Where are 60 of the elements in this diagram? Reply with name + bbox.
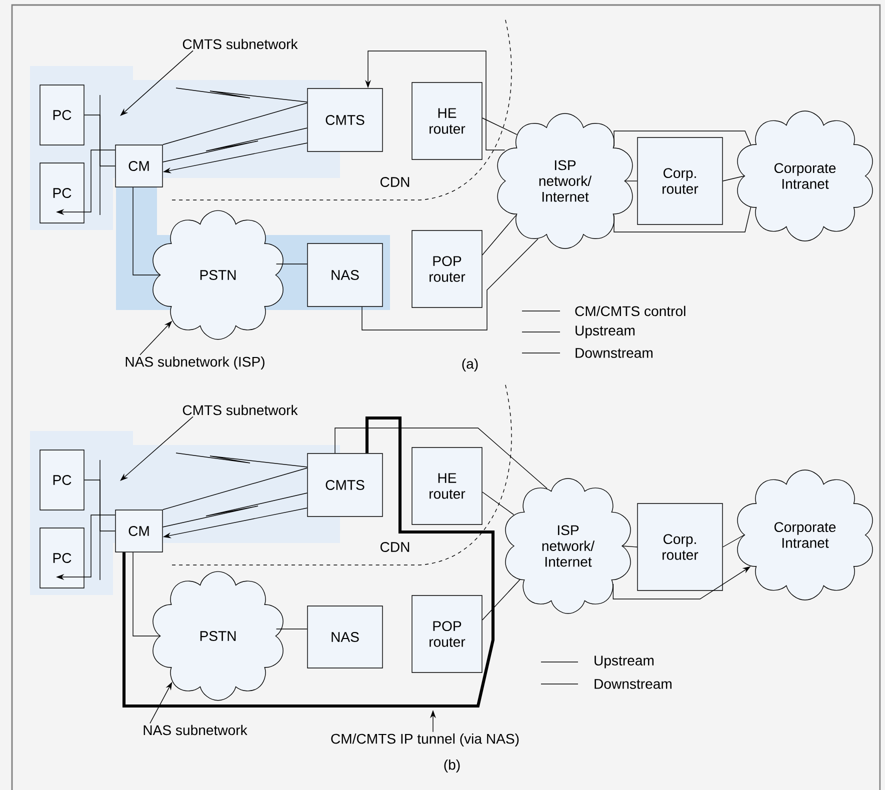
legend-text: CM/CMTS control: [575, 306, 686, 316]
callout-label: NAS subnetwork (ISP): [126, 356, 264, 370]
link-line: [614, 130, 752, 148]
device-box: NAS: [307, 243, 383, 307]
link-line: [482, 118, 518, 135]
callout-label: CMTS subnetwork: [182, 404, 298, 416]
link-line: [84, 480, 116, 532]
legend-text: Upstream: [594, 656, 654, 668]
link-line: [614, 206, 752, 232]
tunnel-line: [122, 416, 495, 708]
leader-line: [120, 50, 194, 116]
device-box: CMTS: [307, 453, 383, 517]
network-cloud: Corporate Intranet: [737, 470, 873, 600]
link-line: [624, 180, 638, 182]
computer-box: PC: [40, 450, 84, 510]
modem-box: CM: [115, 144, 163, 188]
computer-box: PC: [40, 84, 84, 146]
network-cloud: PSTN: [152, 210, 284, 340]
link-line: [334, 428, 548, 489]
network-cloud: Corporate Intranet: [737, 110, 873, 242]
region-label: CDN: [380, 542, 410, 552]
router-box: Corp. router: [637, 503, 723, 591]
legend-text: Upstream: [576, 326, 635, 338]
link-line: [722, 534, 744, 548]
link-line: [482, 492, 514, 516]
router-box: Corp. router: [637, 137, 723, 225]
callout-label: CMTS subnetwork: [182, 38, 298, 50]
link-line: [276, 628, 308, 630]
legend-text: Downstream: [594, 679, 672, 689]
callout-label: NAS subnetwork: [144, 724, 248, 736]
network-cloud: ISP network/ Internet: [505, 478, 631, 614]
link-line: [176, 88, 308, 102]
link-line: [722, 176, 744, 182]
panel-label: (b): [444, 759, 460, 773]
leader-line: [120, 416, 194, 481]
network-cloud: PSTN: [152, 571, 284, 701]
router-box: HE router: [412, 82, 482, 160]
router-box: HE router: [412, 447, 482, 525]
router-box: POP router: [412, 595, 482, 673]
legend-text: Downstream: [576, 348, 652, 358]
link-line: [482, 579, 520, 620]
link-line: [362, 238, 538, 330]
link-line: [162, 128, 308, 162]
computer-box: PC: [40, 162, 84, 224]
modem-box: CM: [115, 510, 163, 552]
callout-label: CM/CMTS IP tunnel (via NAS): [331, 733, 519, 747]
link-line: [162, 492, 308, 528]
link-line: [84, 114, 116, 166]
network-cloud: ISP network/ Internet: [497, 113, 633, 249]
router-box: POP router: [412, 230, 482, 308]
device-box: CMTS: [307, 88, 383, 152]
link-line: [176, 452, 308, 468]
region-label: CDN: [380, 177, 410, 187]
link-line: [482, 214, 516, 256]
computer-box: PC: [40, 528, 84, 588]
panel-label: (a): [462, 358, 478, 372]
link-line: [162, 102, 308, 145]
link-line: [622, 546, 638, 548]
device-box: NAS: [307, 606, 383, 668]
link-line: [162, 468, 308, 510]
